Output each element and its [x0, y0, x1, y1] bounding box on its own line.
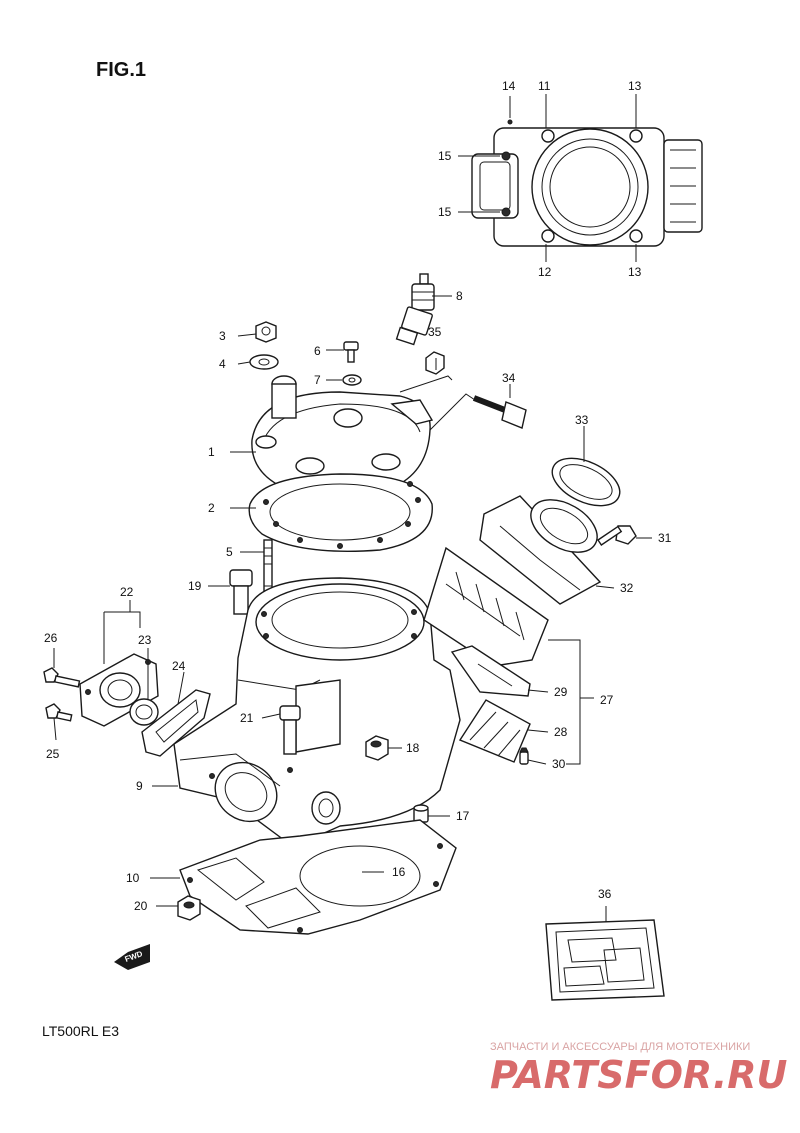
callout-28: 28 [554, 725, 568, 739]
reed-valve-27 [423, 546, 549, 667]
cylinder-head-nut [255, 321, 277, 343]
washer [249, 354, 279, 370]
callout-4: 4 [219, 357, 226, 371]
callout-24: 24 [172, 659, 186, 673]
callout-9: 9 [136, 779, 143, 793]
callout-13-top: 13 [628, 79, 642, 93]
callout-20: 20 [134, 899, 148, 913]
exhaust-gasket-24 [141, 689, 211, 757]
callout-15-bottom: 15 [438, 205, 452, 219]
callout-2: 2 [208, 501, 215, 515]
callout-27: 27 [600, 693, 614, 707]
o-ring-23 [129, 698, 159, 726]
callout-22: 22 [120, 585, 134, 599]
callout-30: 30 [552, 757, 566, 771]
callouts: 3 4 6 7 8 35 34 33 1 2 5 19 31 32 22 23 … [44, 79, 672, 913]
bolt-26 [43, 667, 81, 688]
cylinder [173, 577, 461, 843]
callout-19: 19 [188, 579, 202, 593]
callout-5: 5 [226, 545, 233, 559]
callout-17: 17 [456, 809, 470, 823]
callout-26: 26 [44, 631, 58, 645]
callout-11: 11 [538, 79, 551, 93]
nut-20 [177, 895, 201, 921]
bolt-25 [45, 703, 73, 722]
callout-29: 29 [554, 685, 568, 699]
callout-18: 18 [406, 741, 420, 755]
dowel-pin-17 [413, 804, 429, 823]
callout-21: 21 [240, 711, 254, 725]
callout-12: 12 [538, 265, 552, 279]
callout-3: 3 [219, 329, 226, 343]
leader-lines [53, 94, 652, 922]
figure-title: FIG.1 [96, 59, 146, 81]
callout-25: 25 [46, 747, 60, 761]
callout-23: 23 [138, 633, 152, 647]
cylinder-base-gasket [179, 819, 457, 935]
bolt-31 [597, 525, 637, 546]
callout-8: 8 [456, 289, 463, 303]
nut-18 [365, 735, 389, 761]
callout-10: 10 [126, 871, 140, 885]
intake-pipe-32 [479, 495, 602, 605]
callout-14: 14 [502, 79, 516, 93]
callout-7: 7 [314, 373, 321, 387]
callout-34: 34 [502, 371, 516, 385]
callout-1: 1 [208, 445, 215, 459]
gasket-set-36 [545, 919, 665, 1001]
callout-15-top: 15 [438, 149, 452, 163]
hose-clamp-33 [551, 457, 621, 507]
watermark-tagline: ЗАПЧАСТИ И АКСЕССУАРЫ ДЛЯ МОТОТЕХНИКИ [490, 1041, 750, 1053]
head-gasket [248, 473, 433, 552]
washer-small [342, 374, 362, 386]
exhaust-flange-22 [79, 653, 159, 727]
callout-13-bottom: 13 [628, 265, 642, 279]
cylinder-head-top-view [471, 119, 703, 247]
callout-16: 16 [392, 865, 406, 879]
bolt-small [343, 341, 359, 363]
callout-6: 6 [314, 344, 321, 358]
callout-36: 36 [598, 887, 612, 901]
fwd-arrow-icon: FWD [114, 944, 150, 970]
callout-31: 31 [658, 531, 672, 545]
watermark-brand: PARTSFOR.RU [490, 1053, 788, 1097]
callout-33: 33 [575, 413, 589, 427]
cylinder-head [251, 375, 434, 499]
bolt-34 [472, 395, 527, 429]
spark-plug [395, 273, 435, 346]
callout-32: 32 [620, 581, 634, 595]
bolt-19 [229, 569, 253, 615]
nut-35 [425, 351, 445, 375]
screw-30 [519, 747, 529, 765]
callout-35: 35 [428, 325, 442, 339]
bolt-21 [279, 705, 301, 755]
model-code: LT500RL E3 [42, 1023, 119, 1039]
reed-stopper-28 [458, 699, 531, 763]
